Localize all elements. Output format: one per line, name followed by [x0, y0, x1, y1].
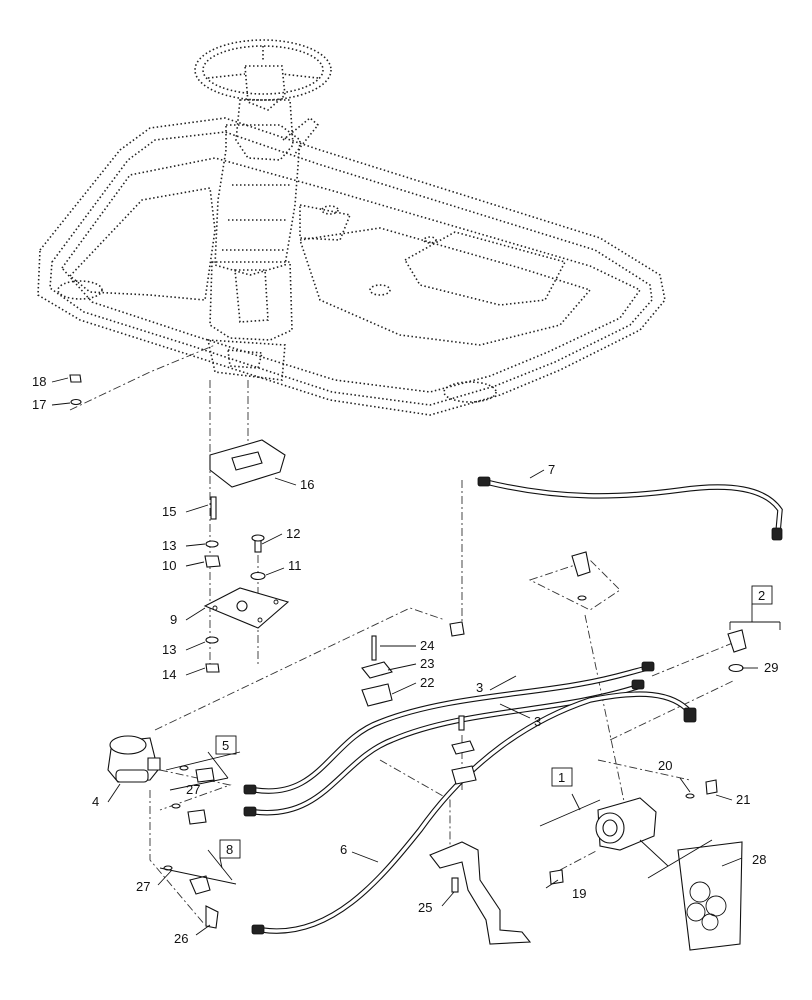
- callout-8: 8: [226, 842, 233, 857]
- callout-26: 26: [174, 931, 188, 946]
- callout-3b: 3: [534, 714, 541, 729]
- callout-24: 24: [420, 638, 434, 653]
- hoses: [243, 476, 783, 935]
- callout-27b: 27: [136, 879, 150, 894]
- leader-lines: [51, 377, 781, 936]
- callout-19: 19: [572, 886, 586, 901]
- callout-15: 15: [162, 504, 176, 519]
- callout-13a: 13: [162, 538, 176, 553]
- callout-23: 23: [420, 656, 434, 671]
- callout-29: 29: [764, 660, 778, 675]
- callout-20: 20: [658, 758, 672, 773]
- callout-1: 1: [558, 770, 565, 785]
- callout-10: 10: [162, 558, 176, 573]
- callout-18: 18: [32, 374, 46, 389]
- parts: [69, 374, 747, 951]
- callout-27a: 27: [186, 782, 200, 797]
- dashboard-assembly: [37, 39, 666, 416]
- callout-9: 9: [170, 612, 177, 627]
- callout-5: 5: [222, 738, 229, 753]
- callout-17: 17: [32, 397, 46, 412]
- callout-6: 6: [340, 842, 347, 857]
- callout-21: 21: [736, 792, 750, 807]
- callout-14: 14: [162, 667, 176, 682]
- callout-4: 4: [92, 794, 99, 809]
- callout-2: 2: [758, 588, 765, 603]
- callout-12: 12: [286, 526, 300, 541]
- callout-28: 28: [752, 852, 766, 867]
- callout-16: 16: [300, 477, 314, 492]
- callout-13b: 13: [162, 642, 176, 657]
- callout-22: 22: [420, 675, 434, 690]
- callout-labels: 18 17 16 15 13 10 12 11 9 13 14 24 23 22…: [32, 374, 778, 946]
- callout-11: 11: [288, 558, 302, 573]
- callout-7: 7: [548, 462, 555, 477]
- callout-25: 25: [418, 900, 432, 915]
- callout-3a: 3: [476, 680, 483, 695]
